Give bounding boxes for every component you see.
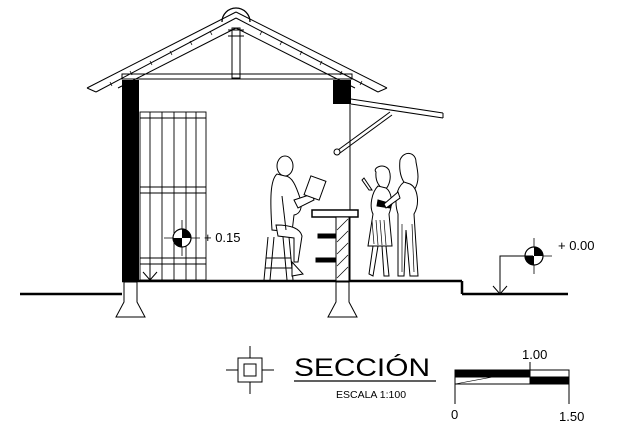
standing-woman-right	[383, 153, 419, 277]
tie-beam	[121, 73, 353, 80]
level-marker-interior: + 0.15	[164, 220, 241, 256]
level-marker-exterior-arrow	[492, 255, 533, 295]
scale-label: ESCALA 1:100	[336, 389, 406, 401]
standing-woman-left	[361, 165, 393, 277]
ground	[20, 279, 568, 318]
scale-bar	[454, 362, 570, 404]
roof-tiles-right	[259, 30, 363, 86]
awning	[333, 98, 444, 156]
scale-zero-label: 0	[451, 407, 458, 422]
door-panel	[139, 111, 207, 281]
level-marker-interior-arrow	[140, 263, 160, 281]
stool	[263, 236, 294, 281]
right-wall-top	[333, 80, 351, 104]
bar-counter	[311, 209, 359, 282]
section-title: SECCIÓN	[294, 353, 430, 382]
walls	[122, 80, 351, 282]
ridge-cap	[221, 7, 251, 23]
footing-left	[115, 281, 146, 318]
scale-one-label: 1.00	[522, 347, 547, 362]
roof-tiles-left	[109, 30, 213, 87]
roof	[86, 7, 388, 93]
king-post	[231, 27, 241, 79]
left-wall	[122, 80, 139, 280]
level-marker-exterior: + 0.00	[516, 238, 595, 274]
section-symbol	[226, 346, 274, 394]
scale-one-half-label: 1.50	[559, 409, 584, 424]
footing-center	[327, 281, 358, 318]
seated-figure	[270, 155, 327, 277]
level-label-exterior: + 0.00	[558, 238, 595, 253]
level-label-interior: + 0.15	[204, 230, 241, 245]
